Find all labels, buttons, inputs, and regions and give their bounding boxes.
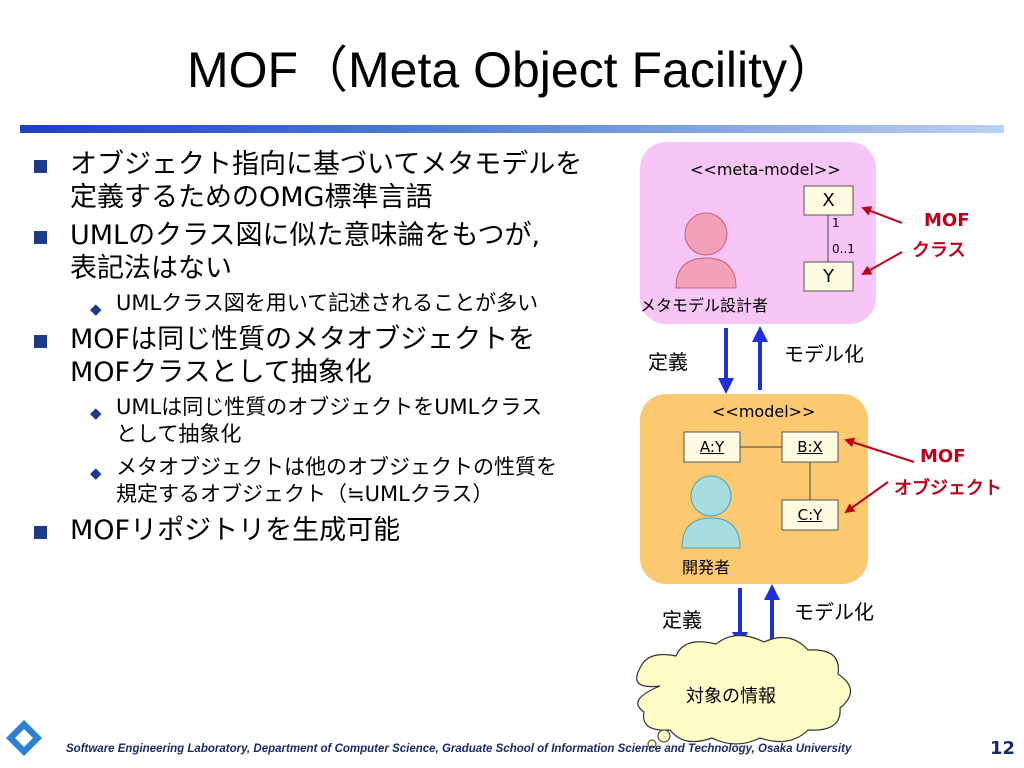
sub-bullet-3-2-line-2: 規定するオブジェクト（≒UMLクラス） (116, 482, 494, 506)
modeling-label-top: モデル化 (784, 342, 864, 366)
bullet-2: UMLのクラス図に似た意味論をもつが, 表記法はない (32, 219, 607, 285)
define-arrowhead-top (718, 378, 734, 394)
modeling-arrowhead-bottom (764, 584, 780, 600)
bullet-1: オブジェクト指向に基づいてメタモデルを 定義するためのOMG標準言語 (32, 148, 607, 214)
developer-actor-icon (681, 475, 741, 549)
meta-designer-actor-icon (675, 212, 737, 289)
bullet-4: MOFリポジトリを生成可能 (32, 514, 607, 547)
sub-bullet-2-1: ◆ UMLクラス図を用いて記述されることが多い (32, 290, 607, 318)
sub-bullet-3-2: ◆ メタオブジェクトは他のオブジェクトの性質を 規定するオブジェクト（≒UMLク… (32, 454, 607, 508)
modeling-arrowhead-top (752, 326, 768, 342)
bullet-square-icon (34, 231, 47, 244)
object-a-box (683, 431, 741, 463)
mof-class-label-1: MOF (924, 210, 970, 231)
sub-bullet-3-1: ◆ UMLは同じ性質のオブジェクトをUMLクラス として抽象化 (32, 394, 607, 448)
define-label-top: 定義 (648, 350, 688, 374)
model-stereotype: <<model>> (712, 402, 816, 421)
bullet-square-icon (34, 160, 47, 173)
meta-model-stereotype: <<meta-model>> (690, 160, 841, 179)
object-c-box (781, 499, 839, 531)
object-a-label: A:Y (699, 438, 725, 456)
define-label-bottom: 定義 (662, 608, 702, 632)
bullet-1-line-1: オブジェクト指向に基づいてメタモデルを (70, 149, 583, 180)
page-number: 12 (990, 738, 1016, 759)
meta-designer-label: メタモデル設計者 (640, 296, 769, 315)
modeling-label-bottom: モデル化 (794, 600, 874, 624)
footer-text: Software Engineering Laboratory, Departm… (66, 743, 852, 755)
information-cloud-icon (636, 634, 852, 749)
class-y-label: Y (823, 266, 834, 287)
bullet-list: オブジェクト指向に基づいてメタモデルを 定義するためのOMG標準言語 UMLのク… (32, 148, 607, 552)
bullet-diamond-icon: ◆ (90, 300, 102, 318)
mof-class-arrow-top (861, 206, 903, 224)
cloud-label: 対象の情報 (686, 686, 776, 707)
mof-object-arrow-top (844, 437, 915, 463)
developer-label: 開発者 (682, 558, 731, 577)
bullet-3-line-2: MOFクラスとして抽象化 (70, 357, 372, 388)
class-y-box (803, 261, 854, 292)
mof-object-arrow-bottom (844, 481, 889, 514)
university-logo-icon (6, 720, 42, 756)
bullet-2-line-1: UMLのクラス図に似た意味論をもつが, (70, 220, 541, 251)
slide-title: MOF（Meta Object Facility） (186, 42, 838, 98)
sub-bullet-3-1-line-1: UMLは同じ性質のオブジェクトをUMLクラス (116, 395, 542, 419)
multiplicity-bottom: 0..1 (832, 242, 855, 256)
mof-object-label-1: MOF (920, 446, 966, 467)
bullet-2-line-2: 表記法はない (70, 253, 232, 284)
mof-class-label-2: クラス (912, 240, 966, 261)
model-region (640, 394, 868, 584)
bullet-4-line-1: MOFリポジトリを生成可能 (70, 515, 401, 546)
bullet-diamond-icon: ◆ (90, 404, 102, 422)
bullet-1-line-2: 定義するためのOMG標準言語 (70, 182, 433, 213)
mof-object-label-2: オブジェクト (894, 478, 1002, 499)
object-c-label: C:Y (797, 506, 823, 524)
object-b-label: B:X (797, 438, 823, 456)
sub-bullet-2-1-line-1: UMLクラス図を用いて記述されることが多い (116, 291, 539, 315)
bullet-3: MOFは同じ性質のメタオブジェクトを MOFクラスとして抽象化 (32, 323, 607, 389)
bullet-square-icon (34, 335, 47, 348)
bullet-3-line-1: MOFは同じ性質のメタオブジェクトを (70, 324, 536, 355)
bullet-diamond-icon: ◆ (90, 464, 102, 482)
multiplicity-top: 1 (832, 216, 840, 230)
bullet-square-icon (34, 526, 47, 539)
title-underline (20, 125, 1004, 133)
sub-bullet-3-2-line-1: メタオブジェクトは他のオブジェクトの性質を (116, 455, 557, 479)
class-x-box (803, 185, 854, 216)
sub-bullet-3-1-line-2: として抽象化 (116, 422, 242, 446)
mof-class-arrow-bottom (861, 251, 903, 275)
class-x-label: X (822, 190, 835, 211)
object-b-box (781, 431, 839, 463)
